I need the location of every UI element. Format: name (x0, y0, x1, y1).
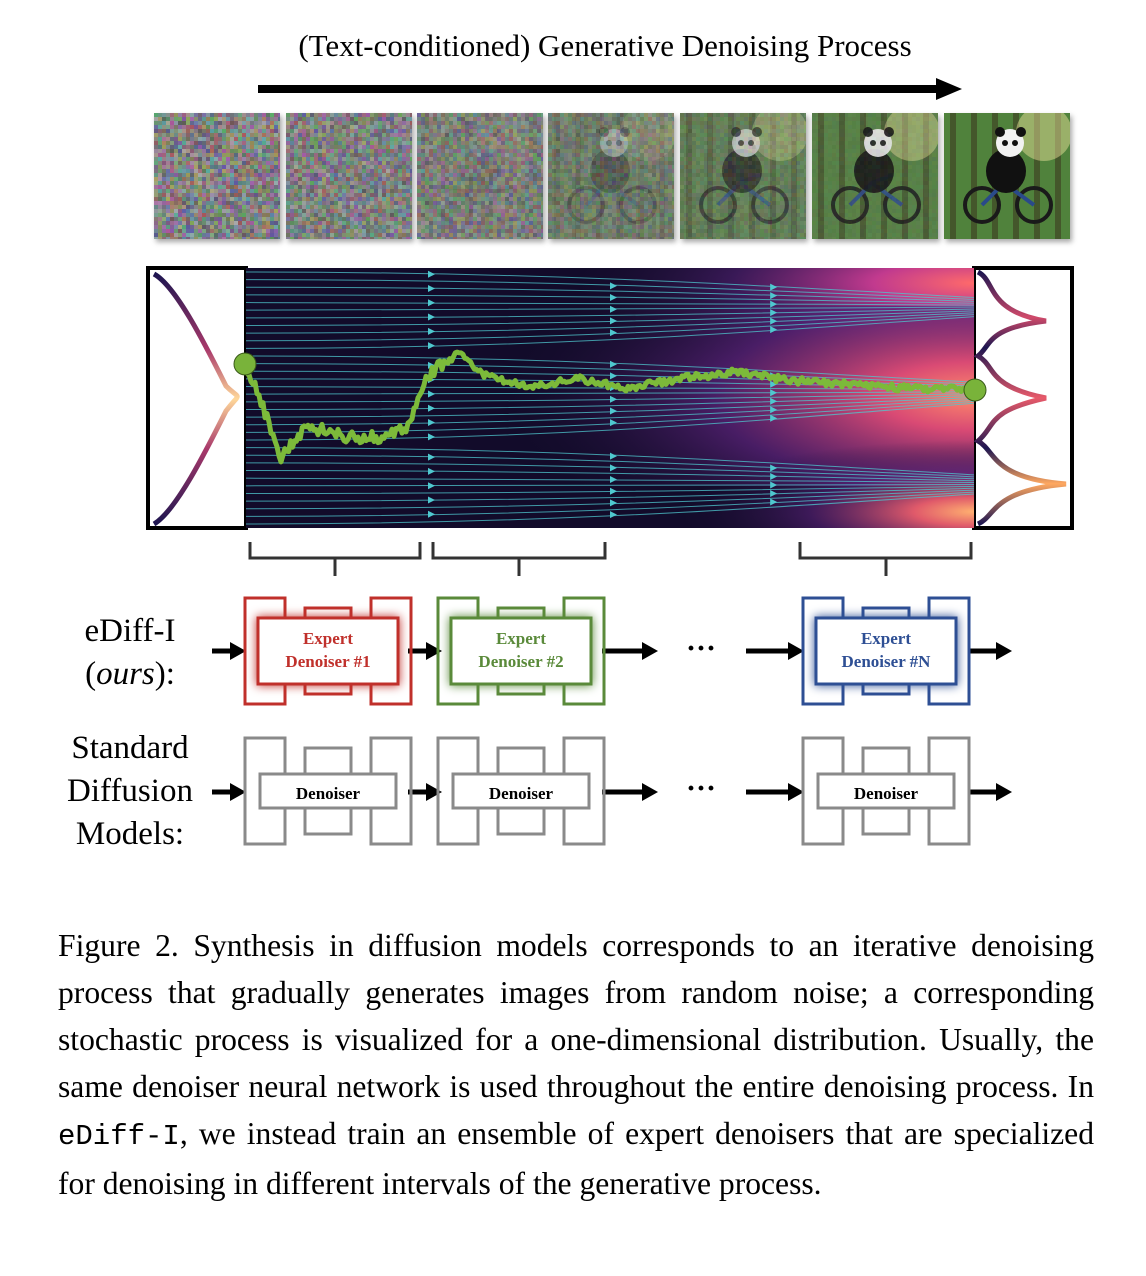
thumbnail-noise-step-6 (812, 113, 938, 239)
thumbnail-noise-step-7 (944, 113, 1070, 239)
expert-core-3 (814, 616, 958, 686)
std-label-line3: Models: (75, 816, 185, 852)
standard-core-3 (816, 772, 956, 810)
ellipsis: ··· (686, 772, 717, 805)
std-label-line1: Standard (71, 730, 189, 766)
ediff-row-label: eDiff-I (ours): (60, 610, 200, 696)
figure-caption: Figure 2. Synthesis in diffusion models … (58, 928, 1094, 1201)
standard-core-2 (451, 772, 591, 810)
standard-denoiser-label-3: Denoiser (853, 784, 919, 803)
figure-title: (Text-conditioned) Generative Denoising … (298, 28, 912, 63)
standard-denoiser-label-1: Denoiser (295, 784, 361, 803)
ediff-label-line2: (ours): (85, 656, 175, 692)
multimodal-curve (973, 269, 1067, 527)
standard-core-1 (258, 772, 398, 810)
data-distribution-box (972, 266, 1074, 530)
flow-arrow (968, 642, 1012, 660)
denoiser-diagram (212, 542, 1012, 846)
flow-arrow (968, 783, 1012, 801)
thumbnail-noise-step-4 (548, 113, 674, 239)
ediff-label-line1: eDiff-I (84, 613, 176, 649)
flow-arrow (746, 642, 804, 660)
flow-arrow (602, 783, 658, 801)
standard-denoiser-label-2: Denoiser (488, 784, 554, 803)
process-arrow (258, 78, 962, 100)
std-label-line2: Diffusion (67, 773, 193, 809)
ellipsis: ··· (686, 632, 717, 665)
thumbnail-noise-step-2 (286, 113, 412, 239)
interval-braces (248, 542, 973, 576)
thumbnail-noise-step-1 (154, 113, 280, 239)
expert-core-1 (256, 616, 400, 686)
initial-distribution-box (146, 266, 248, 530)
thumbnail-noise-step-3 (417, 113, 543, 239)
flow-arrow (212, 642, 246, 660)
code-name: eDiff-I (58, 1120, 180, 1153)
thumbnail-noise-step-5 (680, 113, 806, 239)
flow-arrow (602, 642, 658, 660)
end-point (963, 378, 987, 402)
stochastic-process-panel (146, 266, 1074, 530)
gaussian-curve (152, 271, 240, 527)
expert-core-2 (449, 616, 593, 686)
flow-arrow (212, 783, 246, 801)
start-point (233, 352, 257, 376)
standard-row-label: Standard Diffusion Models: (40, 727, 220, 856)
flow-arrow (746, 783, 804, 801)
